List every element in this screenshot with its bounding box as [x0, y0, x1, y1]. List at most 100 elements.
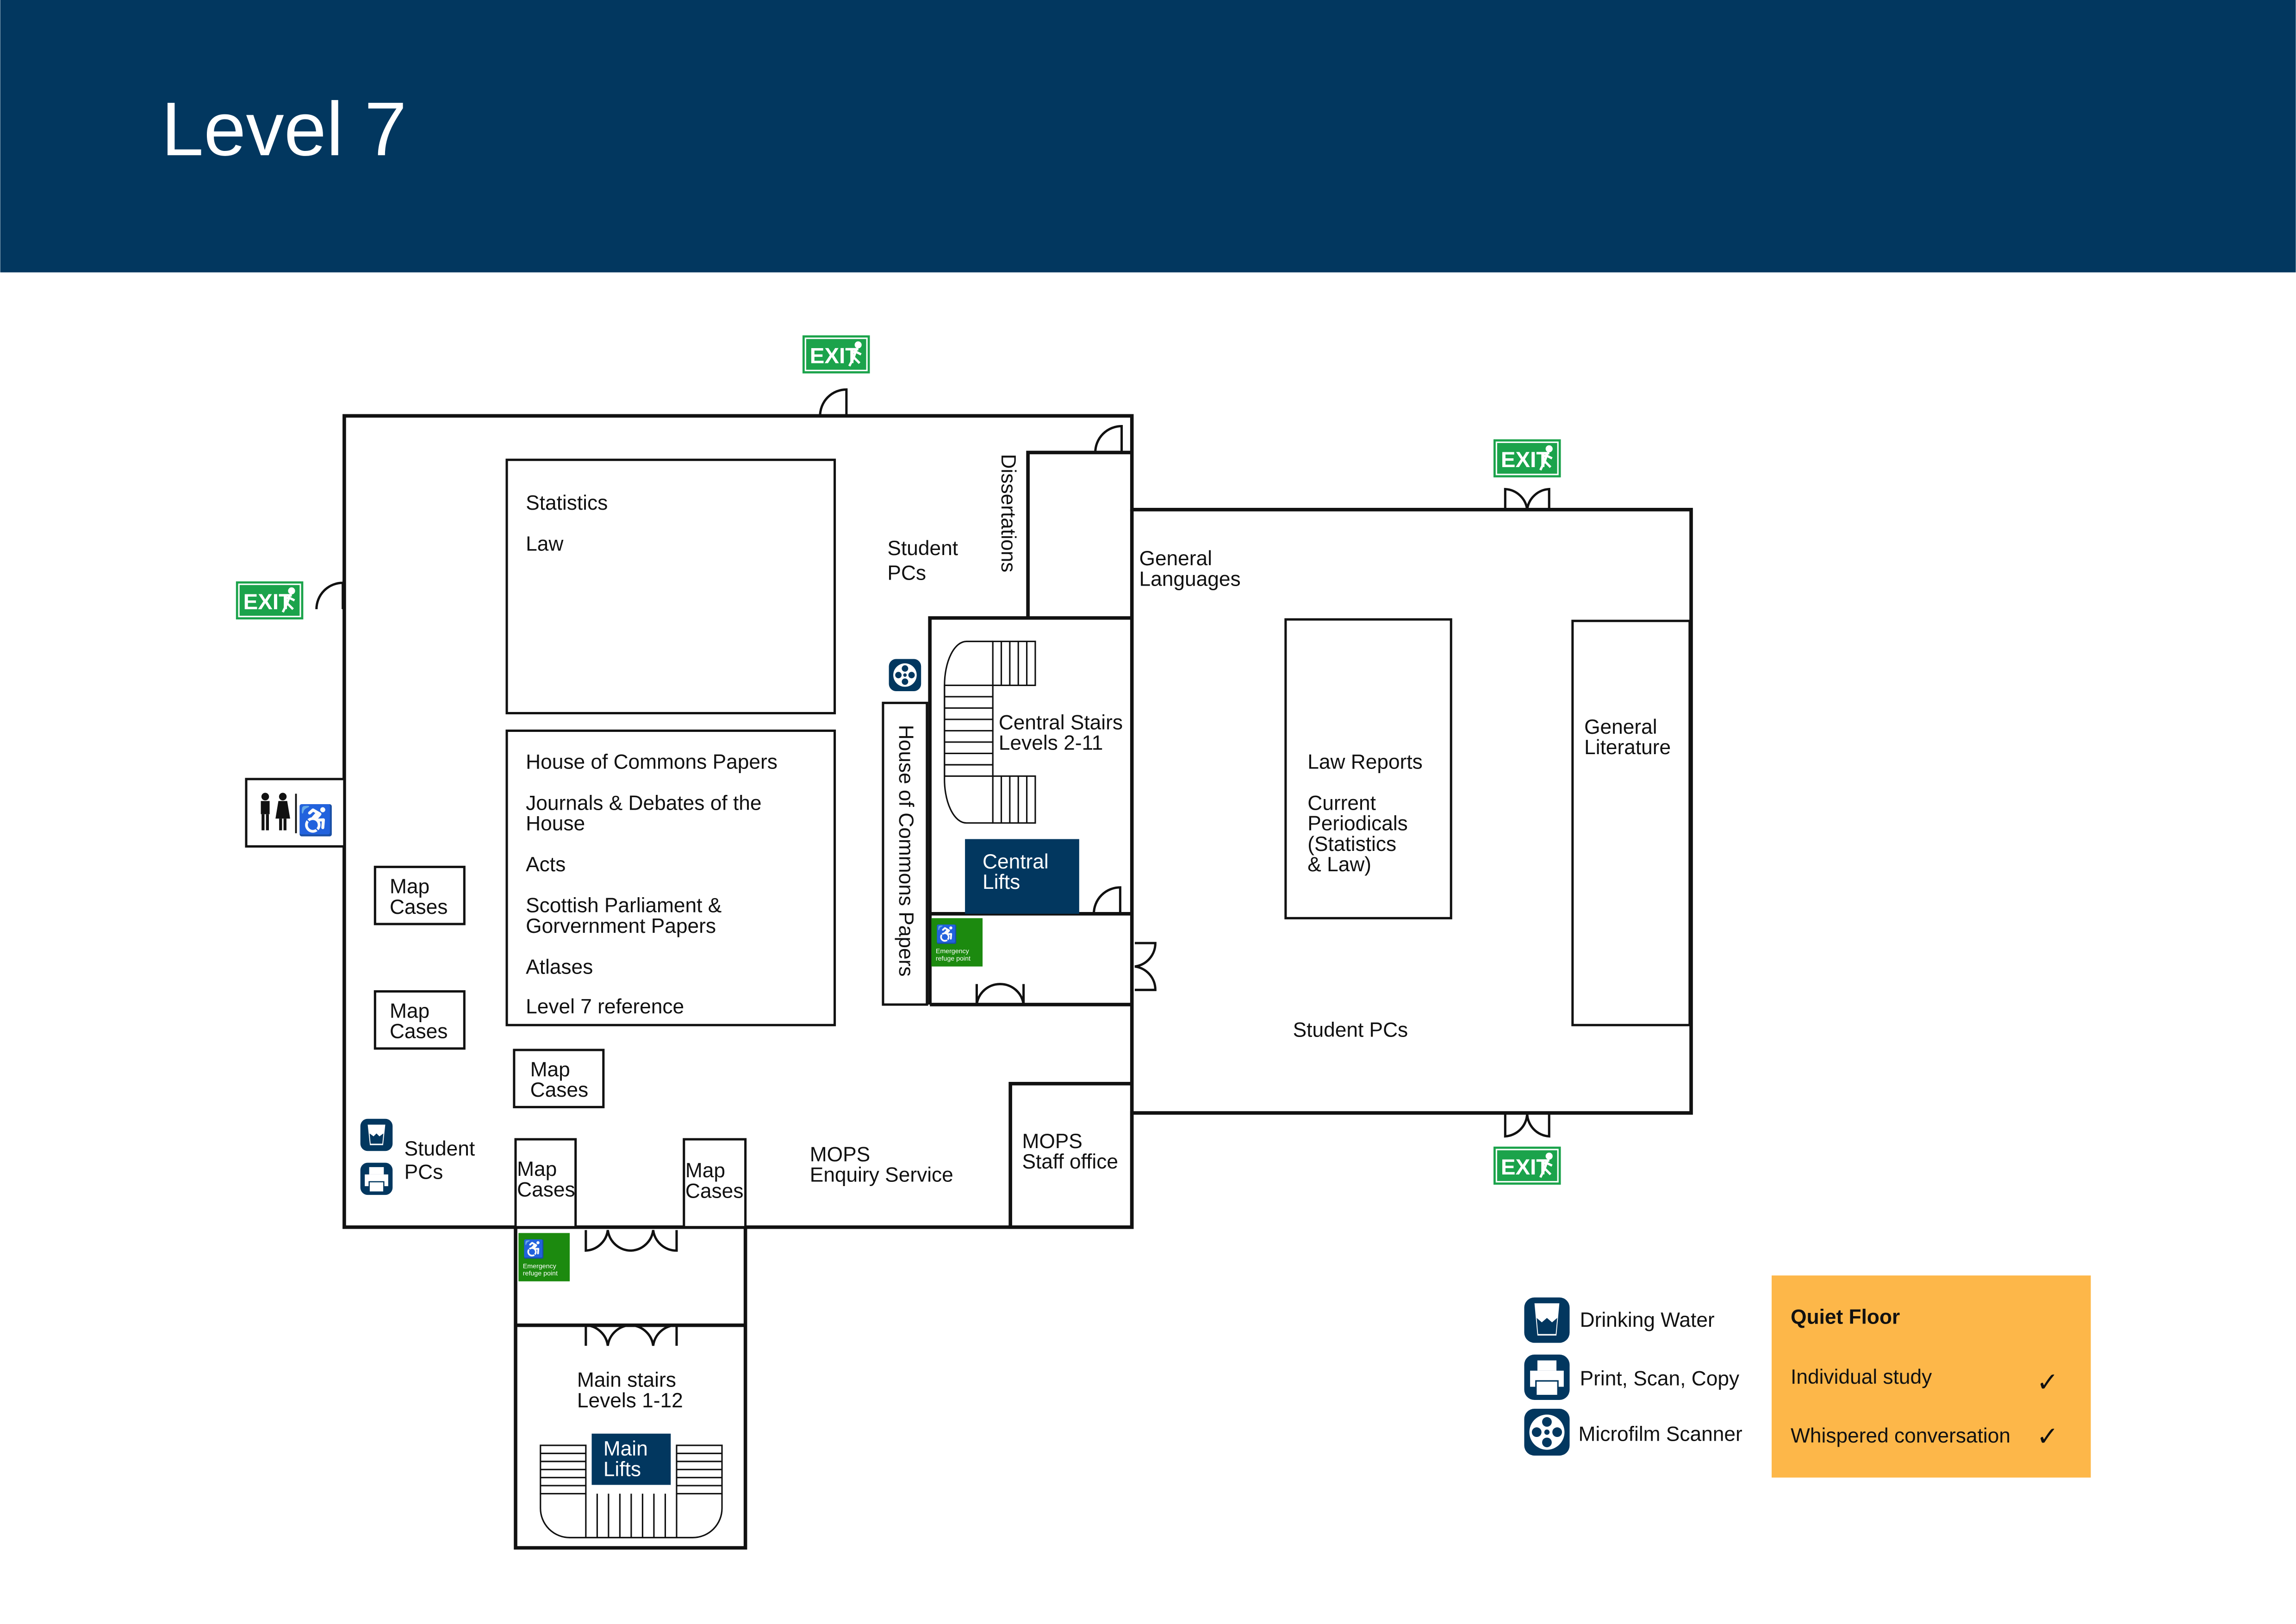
map-cases-label: Cases — [517, 1178, 575, 1201]
central-stairs — [944, 640, 1036, 824]
label-general-literature: General — [1584, 716, 1657, 738]
label-main-lifts-2: Lifts — [604, 1458, 641, 1481]
map-cases-label: Cases — [530, 1079, 588, 1101]
running-man-icon — [1539, 1152, 1553, 1178]
map-cases-label: Cases — [685, 1180, 743, 1203]
header-bar — [0, 0, 2296, 273]
label-student-pcs-left: Student — [404, 1137, 475, 1160]
check-icon: ✓ — [2037, 1368, 2059, 1397]
label-hoc-papers: House of Commons Papers — [526, 751, 778, 774]
legend-label: Microfilm Scanner — [1578, 1423, 1742, 1446]
drinking-water-icon — [360, 1118, 393, 1151]
legend: Drinking Water Print, Scan, Copy Microfi… — [1524, 1297, 1742, 1456]
label-student-pcs-top: Student — [887, 537, 958, 560]
label-hoc-shelf: House of Commons Papers — [895, 725, 917, 977]
exit-sign-right-top: EXIT — [1493, 439, 1561, 478]
label-acts: Acts — [526, 853, 566, 876]
map-cases-label: Map — [517, 1158, 557, 1181]
refuge-label: Emergency — [523, 1262, 557, 1270]
map-cases-label: Cases — [390, 1020, 448, 1043]
label-mops-enquiry: MOPS — [810, 1143, 870, 1166]
central-lifts — [965, 839, 1079, 914]
label-student-pcs-left-2: PCs — [404, 1161, 443, 1183]
map-cases-label: Cases — [390, 896, 448, 918]
quiet-floor-title: Quiet Floor — [1791, 1306, 1900, 1329]
hoc-papers-shelf — [882, 701, 928, 1006]
refuge-label: Emergency — [936, 948, 970, 955]
label-general-languages-2: Languages — [1139, 568, 1241, 590]
label-scottish-2: Gorvernment Papers — [526, 915, 716, 937]
exit-sign-left: EXIT — [236, 581, 304, 620]
emergency-refuge-point-main: ♿ Emergency refuge point — [518, 1233, 570, 1281]
exit-sign-right-bottom: EXIT — [1493, 1146, 1561, 1185]
quiet-floor-panel: Quiet Floor Individual study ✓ Whispered… — [1772, 1275, 2091, 1478]
wheelchair-icon: ♿ — [936, 924, 958, 944]
label-journals: Journals & Debates of the — [526, 792, 761, 814]
legend-label: Drinking Water — [1580, 1309, 1715, 1331]
building-wall-left — [342, 414, 1693, 1229]
label-main-stairs-2: Levels 1-12 — [577, 1389, 683, 1412]
refuge-label: refuge point — [523, 1270, 558, 1277]
label-dissertations: Dissertations — [997, 454, 1020, 573]
label-central-lifts: Central — [983, 850, 1049, 873]
running-man-icon — [1539, 445, 1553, 471]
mops-staff-office — [1008, 1081, 1134, 1229]
exit-sign-top: EXIT — [802, 335, 870, 374]
refuge-label: refuge point — [936, 955, 971, 962]
general-literature-area — [1571, 619, 1691, 1026]
label-and-law: & Law) — [1307, 853, 1371, 876]
page-title: Level 7 — [161, 86, 406, 171]
microfilm-icon — [889, 659, 921, 692]
label-mops-enquiry-2: Enquiry Service — [810, 1164, 953, 1187]
label-law: Law — [526, 532, 564, 555]
legend-label: Print, Scan, Copy — [1580, 1367, 1740, 1390]
label-atlases: Atlases — [526, 956, 593, 979]
microfilm-icon — [1524, 1409, 1570, 1456]
label-central-lifts-2: Lifts — [983, 871, 1020, 893]
label-main-stairs: Main stairs — [577, 1369, 676, 1392]
label-central-stairs: Central Stairs — [999, 711, 1123, 734]
map-cases-label: Map — [390, 875, 429, 898]
main-lifts — [591, 1433, 671, 1485]
quiet-floor-row-label: Individual study — [1791, 1366, 1932, 1388]
check-icon: ✓ — [2037, 1422, 2059, 1451]
law-reports-area — [1284, 618, 1452, 919]
label-student-pcs-top-2: PCs — [887, 562, 926, 585]
running-man-icon — [281, 587, 295, 613]
label-statistics-paren: (Statistics — [1307, 833, 1396, 856]
label-scottish: Scottish Parliament & — [526, 894, 722, 917]
toilets-icon: ♿ — [245, 778, 346, 848]
map-cases-label: Map — [390, 999, 429, 1022]
label-mops-staff-2: Staff office — [1022, 1150, 1118, 1173]
drinking-water-icon — [1524, 1297, 1570, 1343]
main-stairs — [540, 1444, 723, 1538]
label-central-stairs-2: Levels 2-11 — [999, 732, 1103, 755]
emergency-refuge-point-central: ♿ Emergency refuge point — [931, 918, 983, 967]
running-man-icon — [848, 341, 862, 367]
doors — [315, 388, 1550, 1346]
dissertations-wall — [1026, 450, 1132, 618]
label-statistics: Statistics — [526, 492, 608, 514]
wheelchair-icon: ♿ — [523, 1239, 545, 1259]
printer-icon — [360, 1162, 393, 1195]
map-cases-label: Map — [530, 1058, 570, 1081]
hoc-papers-area — [505, 729, 836, 1026]
label-law-reports: Law Reports — [1307, 751, 1423, 774]
label-general-literature-2: Literature — [1584, 736, 1671, 759]
label-mops-staff: MOPS — [1022, 1130, 1082, 1153]
statistics-law-area — [505, 458, 836, 715]
printer-icon — [1524, 1354, 1570, 1400]
svg-text:♿: ♿ — [298, 804, 334, 837]
label-general-languages: General — [1139, 547, 1212, 570]
label-main-lifts: Main — [604, 1437, 648, 1460]
label-student-pcs-right: Student PCs — [1293, 1019, 1408, 1042]
quiet-floor-row-label: Whispered conversation — [1791, 1424, 2010, 1447]
label-current: Current — [1307, 792, 1376, 814]
label-periodicals: Periodicals — [1307, 812, 1408, 835]
map-cases-label: Map — [685, 1159, 725, 1182]
